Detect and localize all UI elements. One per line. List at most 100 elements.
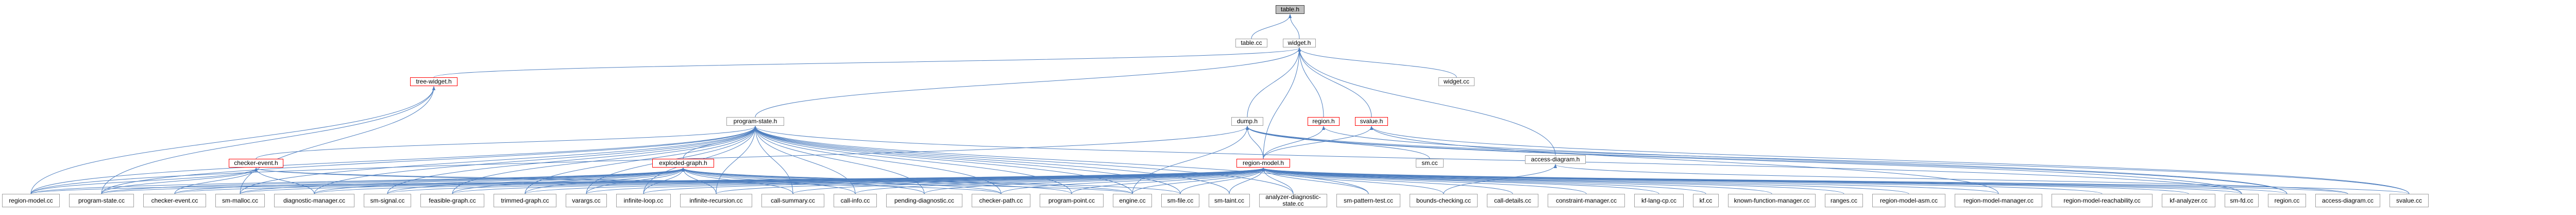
node-sm-signal-cc[interactable]: sm-signal.cc [364, 194, 411, 207]
edge-sm_fd_cc-to-program_state_h [754, 126, 2242, 194]
edge-feasible_graph_cc-to-program_state_h [452, 126, 757, 194]
node-kf-cc[interactable]: kf.cc [1693, 194, 1719, 207]
edge-region_h-to-widget_h [1298, 47, 1324, 118]
edge-region_model_reachability_cc-to-region_model_h [1262, 168, 2103, 194]
edge-sm_signal_cc-to-exploded_graph_h [387, 168, 685, 194]
node-region-model-h[interactable]: region-model.h [1236, 159, 1290, 168]
edge-engine_cc-to-region_model_h [1132, 168, 1265, 194]
node-kf-lang-cp-cc[interactable]: kf-lang-cp.cc [1634, 194, 1684, 207]
node-infinite-loop-cc[interactable]: infinite-loop.cc [616, 194, 671, 207]
edge-sm_malloc_cc-to-program_state_h [240, 126, 757, 194]
node-feasible-graph-cc[interactable]: feasible-graph.cc [420, 194, 484, 207]
node-diagnostic-manager-cc[interactable]: diagnostic-manager.cc [274, 194, 354, 207]
node-access-diagram-h[interactable]: access-diagram.h [1525, 155, 1586, 164]
edge-call_summary_cc-to-region_model_h [792, 168, 1265, 194]
node-region-model-asm-cc[interactable]: region-model-asm.cc [1872, 194, 1945, 207]
node-table-h[interactable]: table.h [1276, 5, 1304, 14]
node-region-h[interactable]: region.h [1308, 117, 1340, 126]
node-call-details-cc[interactable]: call-details.cc [1487, 194, 1538, 207]
edge-region_cc-to-dump_h [1246, 126, 2287, 194]
node-sm-cc[interactable]: sm.cc [1416, 159, 1444, 168]
node-tree-widget-h[interactable]: tree-widget.h [410, 77, 457, 86]
edge-engine_cc-to-program_state_h [754, 126, 1133, 194]
node-trimmed-graph-cc[interactable]: trimmed-graph.cc [494, 194, 556, 207]
edge-checker_path_cc-to-region_model_h [1001, 168, 1265, 194]
edge-dump_h-to-widget_h [1247, 47, 1301, 118]
edge-known_function_manager_cc-to-region_model_h [1262, 168, 1772, 194]
node-known-function-manager-cc[interactable]: known-function-manager.cc [1728, 194, 1816, 207]
edge-program_state_cc-to-program_state_h [101, 126, 757, 194]
edge-engine_cc-to-dump_h [1132, 126, 1249, 194]
edge-region_model_cc-to-exploded_graph_h [30, 168, 685, 194]
edge-ranges_cc-to-region_model_h [1262, 168, 1844, 194]
edge-program_state_cc-to-tree_widget_h [101, 86, 435, 194]
node-call-summary-cc[interactable]: call-summary.cc [761, 194, 824, 207]
node-checker-path-cc[interactable]: checker-path.cc [972, 194, 1030, 207]
edge-kf_lang_cp_cc-to-region_model_h [1262, 168, 1659, 194]
edge-feasible_graph_cc-to-region_model_h [452, 168, 1265, 194]
edge-diagnostic_manager_cc-to-checker_event_h [255, 168, 315, 194]
node-constraint-manager-cc[interactable]: constraint-manager.cc [1548, 194, 1625, 207]
node-program-state-h[interactable]: program-state.h [726, 117, 784, 126]
edge-widget_cc-to-widget_h [1298, 47, 1457, 78]
node-pending-diagnostic-cc[interactable]: pending-diagnostic.cc [886, 194, 962, 207]
edge-sm_fd_cc-to-dump_h [1246, 126, 2242, 194]
node-region-model-cc[interactable]: region-model.cc [2, 194, 60, 207]
edge-infinite_loop_cc-to-region_model_h [643, 168, 1265, 194]
node-sm-file-cc[interactable]: sm-file.cc [1161, 194, 1199, 207]
node-sm-pattern-test-cc[interactable]: sm-pattern-test.cc [1336, 194, 1400, 207]
node-region-model-reachability-cc[interactable]: region-model-reachability.cc [2052, 194, 2153, 207]
node-sm-malloc-cc[interactable]: sm-malloc.cc [215, 194, 265, 207]
node-svalue-h[interactable]: svalue.h [1355, 117, 1388, 126]
node-program-point-cc[interactable]: program-point.cc [1040, 194, 1104, 207]
node-bounds-checking-cc[interactable]: bounds-checking.cc [1410, 194, 1478, 207]
node-widget-h[interactable]: widget.h [1283, 39, 1316, 47]
edge-table_cc-to-table_h [1251, 14, 1292, 39]
edge-sm_file_cc-to-region_model_h [1180, 168, 1265, 194]
edge-region_model_cc-to-dump_h [30, 126, 1249, 194]
node-kf-analyzer-cc[interactable]: kf-analyzer.cc [2162, 194, 2215, 207]
node-widget-cc[interactable]: widget.cc [1438, 77, 1475, 86]
edge-region_model_manager_cc-to-svalue_h [1370, 126, 1999, 194]
edge-sm_malloc_cc-to-tree_widget_h [240, 86, 435, 194]
edge-program_state_h-to-widget_h [755, 47, 1301, 118]
edge-svalue_cc-to-dump_h [1246, 126, 2410, 194]
edge-region_model_h-to-widget_h [1263, 47, 1301, 159]
node-region-model-manager-cc[interactable]: region-model-manager.cc [1955, 194, 2042, 207]
edge-sm_cc-to-dump_h [1246, 126, 1430, 159]
node-access-diagram-cc[interactable]: access-diagram.cc [2315, 194, 2380, 207]
edge-svalue_h-to-widget_h [1298, 47, 1372, 118]
edge-region_cc-to-region_h [1322, 126, 2287, 194]
node-ranges-cc[interactable]: ranges.cc [1825, 194, 1863, 207]
edge-trimmed_graph_cc-to-exploded_graph_h [524, 168, 685, 194]
node-infinite-recursion-cc[interactable]: infinite-recursion.cc [680, 194, 752, 207]
node-checker-event-h[interactable]: checker-event.h [229, 159, 283, 168]
node-region-cc[interactable]: region.cc [2268, 194, 2306, 207]
node-checker-event-cc[interactable]: checker-event.cc [143, 194, 206, 207]
edge-tree_widget_h-to-widget_h [433, 47, 1301, 78]
edge-region_model_manager_cc-to-region_model_h [1262, 168, 1999, 194]
edge-feasible_graph_cc-to-exploded_graph_h [452, 168, 685, 194]
edge-constraint_manager_cc-to-region_model_h [1262, 168, 1587, 194]
edge-region_model_cc-to-program_state_h [30, 126, 757, 194]
node-varargs-cc[interactable]: varargs.cc [566, 194, 607, 207]
node-svalue-cc[interactable]: svalue.cc [2389, 194, 2429, 207]
node-call-info-cc[interactable]: call-info.cc [834, 194, 877, 207]
node-sm-fd-cc[interactable]: sm-fd.cc [2225, 194, 2259, 207]
node-dump-h[interactable]: dump.h [1231, 117, 1263, 126]
edge-region_model_h-to-svalue_h [1263, 126, 1373, 159]
node-table-cc[interactable]: table.cc [1235, 39, 1267, 47]
edge-infinite_recursion_cc-to-region_model_h [716, 168, 1265, 194]
edge-pending_diagnostic_cc-to-region_model_h [924, 168, 1265, 194]
edge-checker_event_cc-to-checker_event_h [174, 168, 258, 194]
node-program-state-cc[interactable]: program-state.cc [69, 194, 134, 207]
node-exploded-graph-h[interactable]: exploded-graph.h [652, 159, 714, 168]
node-sm-taint-cc[interactable]: sm-taint.cc [1209, 194, 1250, 207]
edge-region_model_asm_cc-to-region_model_h [1262, 168, 1909, 194]
edge-infinite_recursion_cc-to-program_state_h [716, 126, 757, 194]
edge-kf_cc-to-region_model_h [1262, 168, 1706, 194]
node-analyzer-diagnostic-state-cc[interactable]: analyzer-diagnostic-state.cc [1259, 194, 1327, 207]
edge-svalue_cc-to-svalue_h [1370, 126, 2410, 194]
node-engine-cc[interactable]: engine.cc [1113, 194, 1152, 207]
